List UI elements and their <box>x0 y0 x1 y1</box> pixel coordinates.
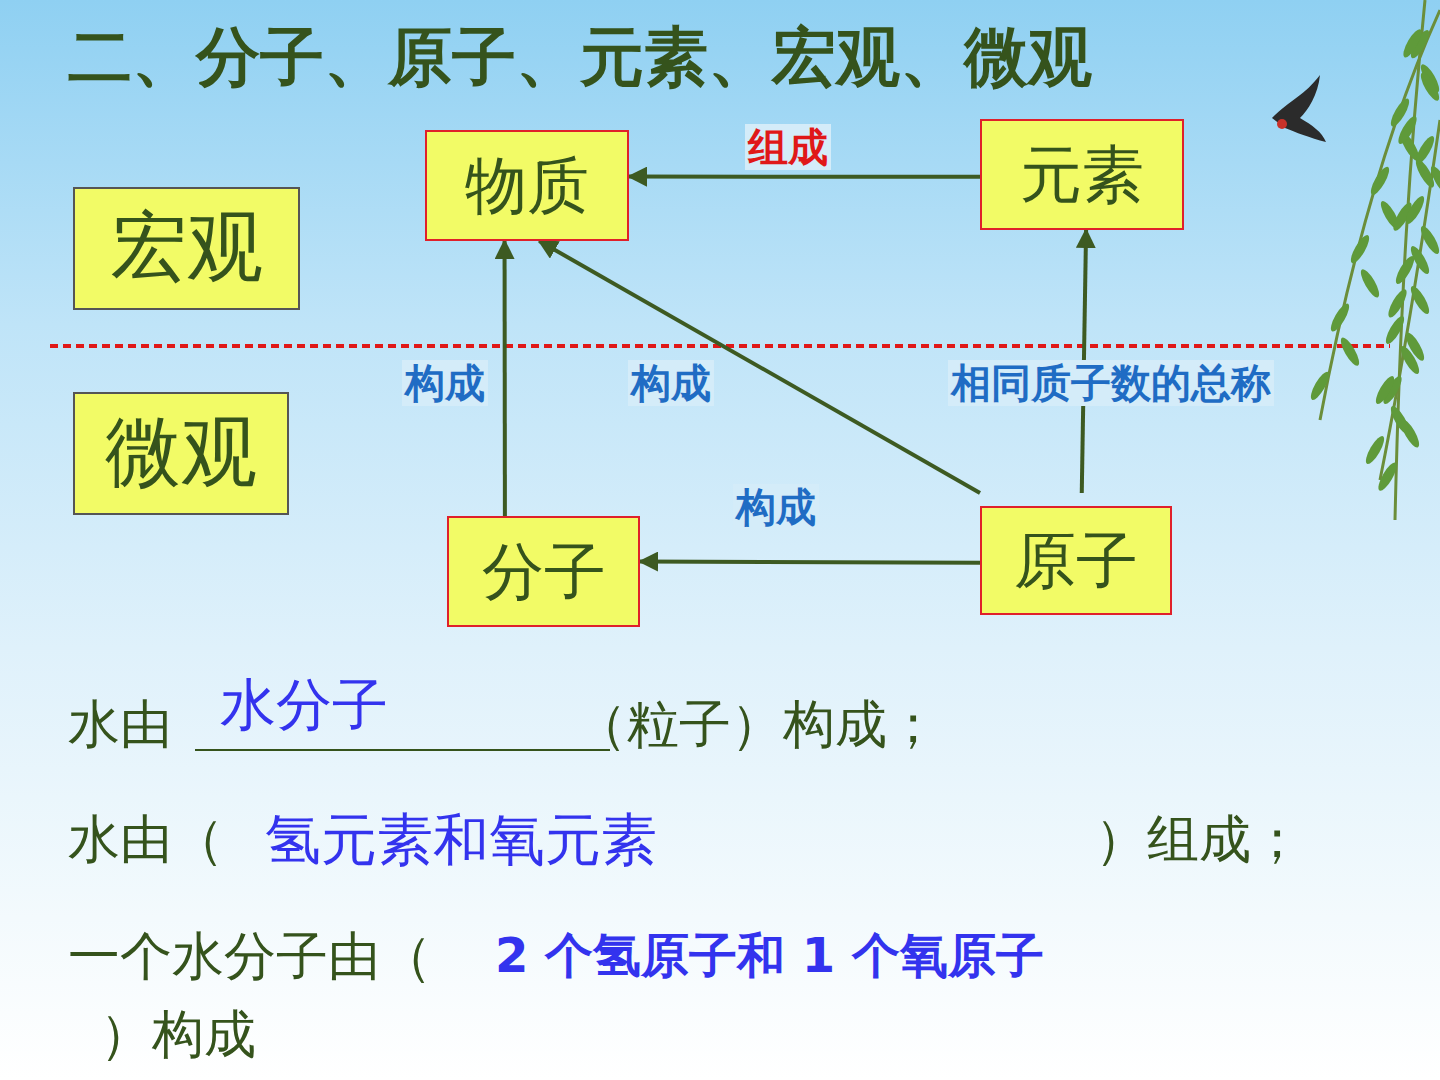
leaf <box>1408 284 1433 317</box>
leaf <box>1383 314 1408 347</box>
edge-label: 组成 <box>745 124 831 170</box>
sentence-text: ）组成； <box>1095 805 1303 875</box>
box-label: 元素 <box>1020 133 1144 217</box>
sentence-text: 水由（ <box>68 805 224 875</box>
edge-label: 构成 <box>628 360 714 406</box>
slide-title: 二、分子、原子、元素、宏观、微观 <box>68 14 1092 101</box>
arrow-connector <box>503 241 507 516</box>
willow-leaves <box>1308 27 1440 493</box>
leaf <box>1375 460 1400 493</box>
leaf <box>1418 70 1440 103</box>
concept-box: 宏观 <box>73 187 300 310</box>
sentence-text: 2 个氢原子和 1 个氧原子 <box>495 924 1044 988</box>
sentence-text: 氢元素和氧元素 <box>265 803 657 879</box>
leaf <box>1348 233 1373 266</box>
box-label: 物质 <box>465 144 589 228</box>
sentence-text: （粒子）构成； <box>575 690 939 760</box>
arrow-connector <box>539 241 980 493</box>
leaf <box>1400 27 1425 60</box>
concept-box: 元素 <box>980 119 1184 230</box>
blank-underline <box>195 749 610 751</box>
leaf <box>1363 434 1388 467</box>
leaf <box>1373 374 1398 407</box>
edge-label: 构成 <box>733 484 819 530</box>
concept-box: 分子 <box>447 516 640 627</box>
leaf <box>1403 194 1428 227</box>
leaf <box>1428 164 1440 197</box>
edge-label: 构成 <box>402 360 488 406</box>
sentence-text: 一个水分子由（ <box>68 922 432 992</box>
sentence-text: ）构成 <box>100 1000 256 1070</box>
arrow-connector <box>629 175 980 179</box>
leaf <box>1388 404 1413 437</box>
sentence-text: 水由 <box>68 690 172 760</box>
leaf <box>1338 335 1363 368</box>
arrow-connector <box>640 562 980 563</box>
concept-box: 微观 <box>73 392 289 515</box>
leaf <box>1413 134 1438 167</box>
box-label: 宏观 <box>111 197 263 300</box>
box-label: 原子 <box>1014 519 1138 603</box>
box-label: 分子 <box>482 530 606 614</box>
leaf <box>1395 114 1420 147</box>
leaf <box>1358 267 1383 300</box>
edge-label: 相同质子数的总称 <box>948 360 1274 406</box>
leaf <box>1328 301 1353 334</box>
leaf <box>1368 164 1393 197</box>
leaf <box>1418 224 1440 257</box>
leaf <box>1385 287 1410 320</box>
concept-box: 物质 <box>425 130 629 241</box>
leaf <box>1393 254 1418 287</box>
box-label: 微观 <box>105 402 257 505</box>
leaf <box>1308 369 1333 402</box>
leaf <box>1398 344 1423 377</box>
sentence-text: 水分子 <box>220 668 388 744</box>
concept-box: 原子 <box>980 506 1172 615</box>
swallow-bird <box>1272 75 1326 142</box>
